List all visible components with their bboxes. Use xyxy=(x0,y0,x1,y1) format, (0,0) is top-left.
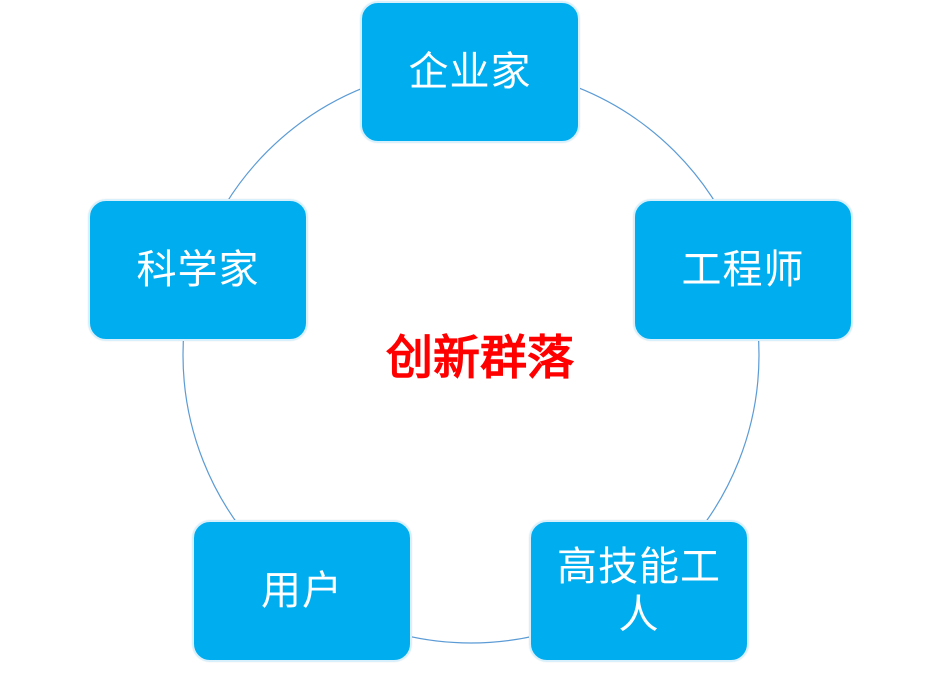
node-label-engineer: 工程师 xyxy=(681,247,805,293)
node-label-user: 用户 xyxy=(261,568,343,614)
center-title: 创新群落 xyxy=(386,330,574,386)
node-skilled-worker: 高技能工人 xyxy=(529,520,749,662)
node-label-skilled-worker: 高技能工人 xyxy=(557,544,721,638)
node-engineer: 工程师 xyxy=(633,199,853,341)
node-user: 用户 xyxy=(192,520,412,662)
node-entrepreneur: 企业家 xyxy=(360,1,580,143)
node-scientist: 科学家 xyxy=(88,199,308,341)
node-label-entrepreneur: 企业家 xyxy=(408,49,532,95)
node-label-scientist: 科学家 xyxy=(136,247,260,293)
